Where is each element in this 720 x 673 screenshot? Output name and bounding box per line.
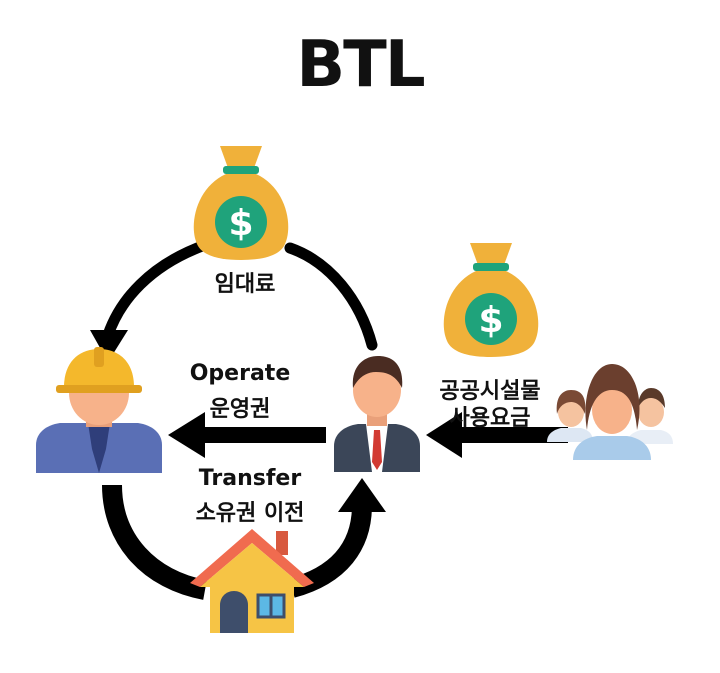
- citizens-group-icon: [547, 364, 673, 460]
- arrowhead-operate: [168, 412, 205, 458]
- arrow-fee-shaft: [458, 427, 568, 443]
- label-rent: 임대료: [214, 272, 276, 297]
- svg-text:$: $: [228, 203, 253, 244]
- label-operate-en: Operate: [189, 361, 291, 386]
- money-bag-icon: $: [193, 146, 289, 260]
- arrowhead-rent: [90, 330, 128, 362]
- construction-worker-icon: [36, 347, 162, 473]
- label-fee-line1: 공공시설물: [439, 379, 541, 404]
- svg-text:$: $: [478, 300, 503, 341]
- diagram-title: BTL: [296, 28, 425, 102]
- label-transfer-en: Transfer: [198, 466, 302, 491]
- label-operate-ko: 운영권: [209, 397, 271, 422]
- label-fee-line2: 사용요금: [449, 406, 531, 431]
- money-bag-icon: $: [443, 243, 539, 357]
- arrow-worker-to-house: [102, 484, 208, 600]
- arrowhead-transfer: [338, 478, 386, 512]
- arrow-rent-to-worker: [102, 239, 211, 341]
- arrowhead-fee: [426, 412, 462, 458]
- house-icon: [190, 529, 314, 633]
- arrow-operator-to-rent: [284, 242, 378, 351]
- arrow-operate-shaft: [200, 427, 326, 443]
- businessman-icon: [334, 356, 420, 472]
- label-transfer-ko: 소유권 이전: [195, 501, 305, 526]
